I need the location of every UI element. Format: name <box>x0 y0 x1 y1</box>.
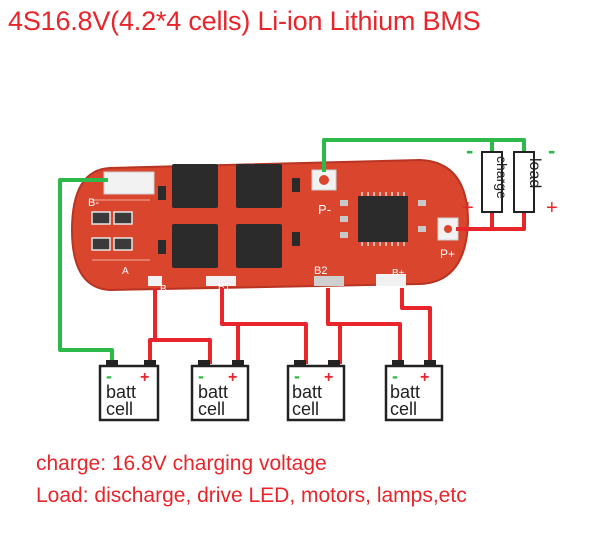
label-b: B <box>160 284 167 295</box>
charger-minus: - <box>466 138 473 163</box>
cell-body <box>190 364 250 422</box>
red-wires <box>148 212 526 364</box>
charger: charge - + <box>462 138 510 219</box>
charger-box <box>481 151 503 213</box>
resistor <box>113 237 133 251</box>
cell-plus: + <box>420 369 429 386</box>
cell-plus: + <box>324 369 333 386</box>
label-a: A <box>122 266 129 277</box>
cell-body <box>286 364 346 422</box>
charge-note: charge: 16.8V charging voltage <box>36 452 327 475</box>
pad-b2 <box>314 276 344 286</box>
cell-plus: + <box>228 369 237 386</box>
resistor <box>91 237 111 251</box>
cell-label-top: batt <box>390 382 420 402</box>
cell-label-top: batt <box>106 382 136 402</box>
label-b-minus: B- <box>88 197 99 209</box>
wire-b-minus <box>58 178 114 362</box>
load-label: load <box>526 158 543 188</box>
label-b1: B1 <box>218 282 231 293</box>
cell-label-bottom: cell <box>390 399 417 419</box>
wire-p-minus <box>322 138 526 172</box>
pad-b-plus <box>376 274 406 286</box>
cell-label-top: batt <box>198 382 228 402</box>
cell-body <box>384 364 444 422</box>
cell-label-bottom: cell <box>292 399 319 419</box>
load-note: Load: discharge, drive LED, motors, lamp… <box>36 484 467 507</box>
load-plus: + <box>546 197 558 219</box>
wire-cell3-minus <box>238 322 308 364</box>
cell-body <box>98 364 160 422</box>
cell-minus: - <box>106 366 112 386</box>
resistor <box>113 211 133 225</box>
wire-b-plus <box>400 288 432 364</box>
pad-b-minus <box>103 171 155 195</box>
pad-b1 <box>206 276 236 286</box>
cell-minus: - <box>294 366 300 386</box>
bms-ic <box>358 196 408 242</box>
resistor <box>91 211 111 225</box>
mosfet-chip <box>236 164 282 208</box>
cell-label-bottom: cell <box>198 399 225 419</box>
battery-cell: - + batt cell <box>286 360 346 422</box>
cell-minus: - <box>198 366 204 386</box>
label-b2: B2 <box>314 265 327 277</box>
mosfet-chip <box>172 164 218 208</box>
wire-cell1-plus <box>148 288 157 364</box>
cell-minus: - <box>392 366 398 386</box>
wire-b1 <box>220 288 240 364</box>
diagram-title: 4S16.8V(4.2*4 cells) Li-ion Lithium BMS <box>8 6 481 36</box>
charger-label: charge <box>494 156 510 199</box>
label-p-minus: P- <box>318 202 331 217</box>
green-wires <box>58 138 526 362</box>
charger-plus: + <box>462 197 474 219</box>
mosfet-chip <box>236 224 282 268</box>
cell-label-top: batt <box>292 382 322 402</box>
label-p-plus: P+ <box>440 247 455 261</box>
bms-board: B- P- P+ A B B1 B2 B+ <box>70 158 470 295</box>
mosfet-chip <box>172 224 218 268</box>
pad-b <box>148 276 162 286</box>
load-minus: - <box>548 138 555 163</box>
battery-cell: - + batt cell <box>190 360 250 422</box>
load: load - + <box>513 138 558 219</box>
label-b-plus: B+ <box>392 268 405 279</box>
cell-label-bottom: cell <box>106 399 133 419</box>
load-box <box>513 151 535 213</box>
battery-cell: - + batt cell <box>384 360 444 422</box>
wire-cell2-minus <box>155 338 212 364</box>
battery-cell: - + batt cell <box>98 360 160 422</box>
wire-cell4-minus <box>340 322 402 364</box>
wire-p-plus <box>456 212 526 231</box>
cell-plus: + <box>140 369 149 386</box>
wire-b2 <box>326 288 342 364</box>
